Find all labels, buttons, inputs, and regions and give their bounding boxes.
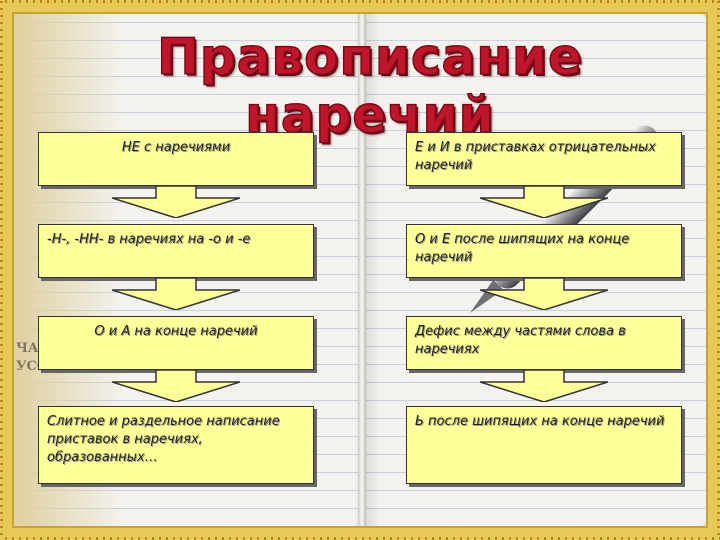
topic-box-ne[interactable]: НЕ с наречиями: [38, 132, 314, 186]
topic-label: Ь после шипящих на конце наречий: [415, 414, 664, 429]
down-arrow: [112, 278, 240, 310]
topic-box-prefixes[interactable]: Слитное и раздельное написание приставок…: [38, 406, 314, 484]
topic-box-o-a[interactable]: О и А на конце наречий: [38, 316, 314, 370]
topic-label: О и А на конце наречий: [47, 323, 305, 341]
topic-label: НЕ с наречиями: [47, 139, 305, 157]
topic-label: -Н-, -НН- в наречиях на -о и -е: [47, 232, 250, 247]
topic-box-soft-sign[interactable]: Ь после шипящих на конце наречий: [406, 406, 682, 484]
topic-box-o-e[interactable]: О и Е после шипящих на конце наречий: [406, 224, 682, 278]
topic-label: Е и И в приставках отрицательных наречий: [415, 140, 656, 173]
topic-box-e-i[interactable]: Е и И в приставках отрицательных наречий: [406, 132, 682, 186]
down-arrow: [112, 186, 240, 218]
topic-label: Слитное и раздельное написание приставок…: [47, 414, 280, 465]
topic-box-n-nn[interactable]: -Н-, -НН- в наречиях на -о и -е: [38, 224, 314, 278]
slide-title: Правописание наречий: [60, 28, 680, 144]
topic-label: Дефис между частями слова в наречиях: [415, 324, 626, 357]
down-arrow: [480, 370, 608, 402]
topic-label: О и Е после шипящих на конце наречий: [415, 232, 629, 265]
topic-box-hyphen[interactable]: Дефис между частями слова в наречиях: [406, 316, 682, 370]
down-arrow: [480, 278, 608, 310]
down-arrow: [112, 370, 240, 402]
down-arrow: [480, 186, 608, 218]
